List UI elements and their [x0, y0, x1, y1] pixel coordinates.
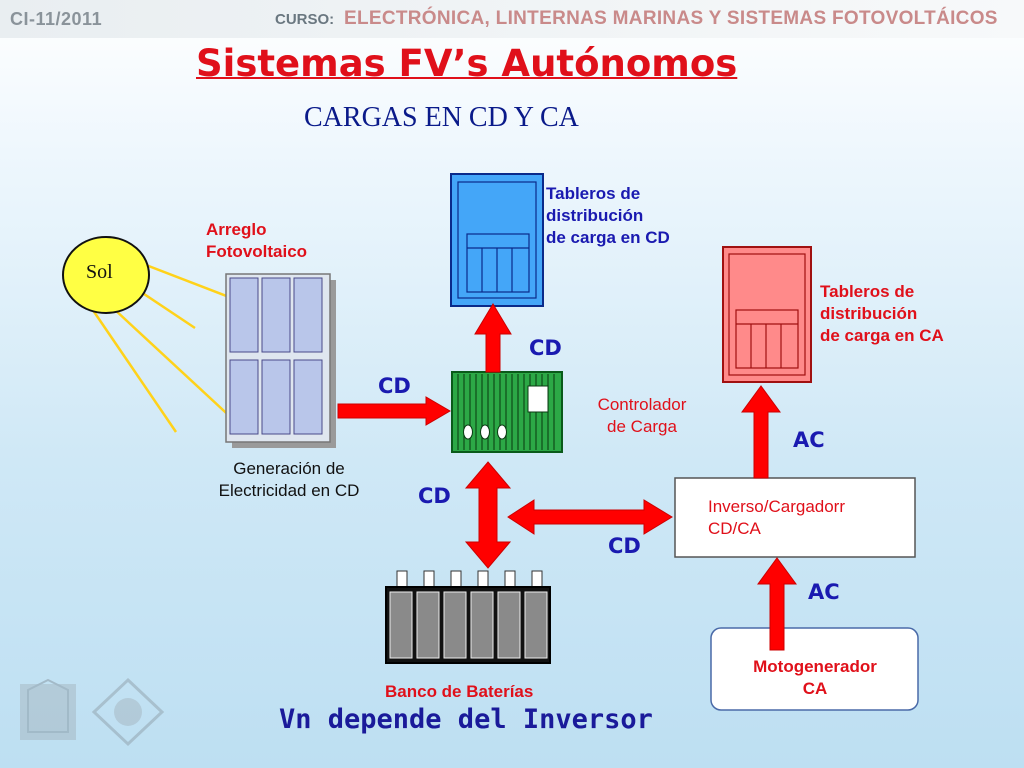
ac-load-board-icon: [722, 246, 812, 383]
generation-label: Generación de Electricidad en CD: [218, 459, 360, 500]
flow-label-controller-board: CD: [529, 336, 562, 360]
header-course-name: ELECTRÓNICA, LINTERNAS MARINAS Y SISTEMA…: [344, 8, 998, 29]
flow-label-inverter-board: AC: [793, 428, 825, 452]
charge-controller-icon: [451, 371, 563, 453]
controller-label: Controlador de Carga: [597, 395, 687, 436]
arrow-controller-to-dc-board: [474, 303, 512, 373]
header-bar: [0, 0, 1024, 38]
arrow-battery-inverter: [507, 499, 673, 535]
header-curso-label: CURSO:: [275, 11, 335, 28]
header-course-code: CI-11/2011: [10, 9, 103, 29]
pv-array-icon: [225, 273, 336, 448]
arrow-generator-to-inverter: [757, 557, 797, 651]
institute-logo-icon: [91, 677, 165, 747]
motogenerator-box: [710, 627, 919, 711]
dc-load-board-icon: [450, 173, 544, 307]
flow-label-battery-inverter: CD: [608, 534, 641, 558]
sun-icon: [62, 236, 150, 314]
ac-board-label: Tableros de distribución de carga en CA: [820, 282, 944, 345]
unam-logo-icon: [20, 678, 76, 740]
flow-label-generator-inverter: AC: [808, 580, 840, 604]
page-title: Sistemas FV’s Autónomos: [196, 42, 738, 85]
flow-label-controller-battery: CD: [418, 484, 451, 508]
arrow-controller-battery: [464, 461, 512, 569]
page-subtitle: CARGAS EN CD Y CA: [304, 102, 579, 133]
sun-label: Sol: [86, 261, 113, 283]
pv-array-label: Arreglo Fotovoltaico: [206, 220, 308, 261]
flow-label-pv-controller: CD: [378, 374, 411, 398]
dc-board-label: Tableros de distribución de carga en CD: [546, 184, 670, 247]
arrow-inverter-to-ac-board: [741, 385, 781, 479]
motogenerator-label: Motogenerador CA: [753, 657, 877, 698]
inverter-box: [674, 477, 916, 558]
arrow-pv-to-controller: [337, 396, 451, 426]
battery-bank-icon: [385, 570, 551, 664]
inverter-label: Inverso/Cargadorr CD/CA: [708, 497, 846, 538]
battery-bank-label: Banco de Baterías: [385, 682, 534, 701]
footer-note: Vn depende del Inversor: [279, 704, 653, 735]
